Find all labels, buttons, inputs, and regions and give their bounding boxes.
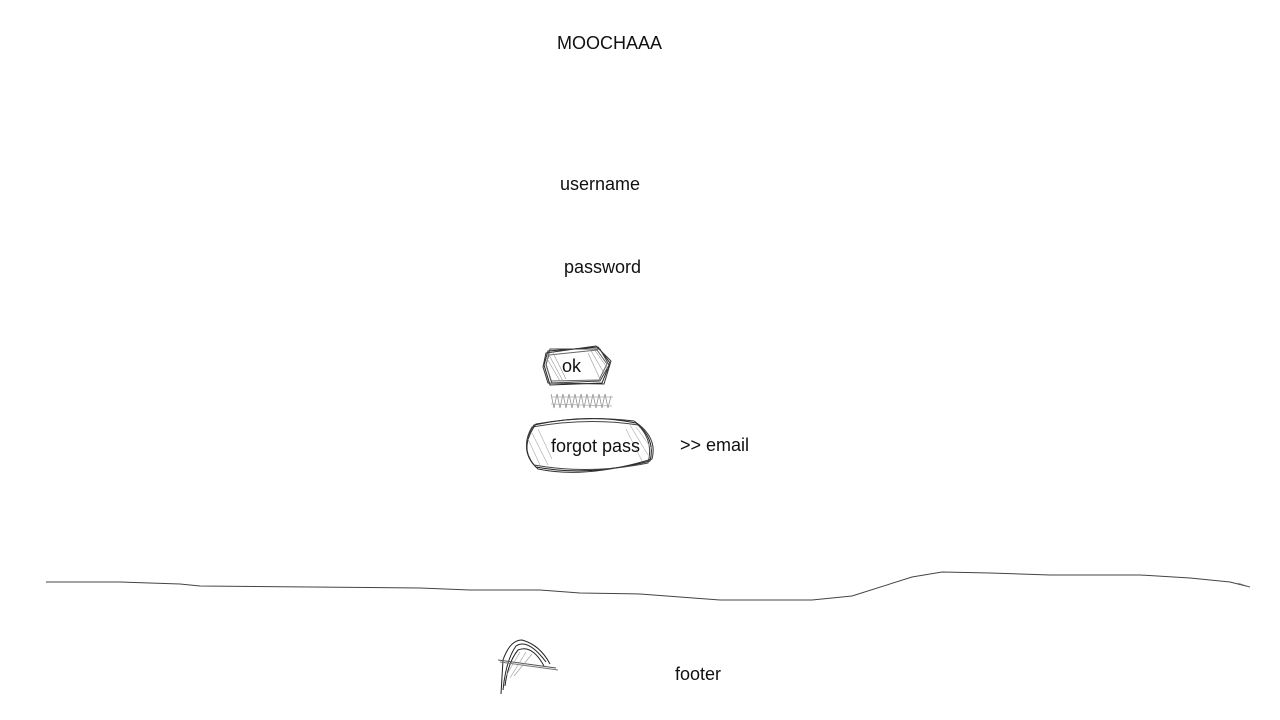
scribble-mark bbox=[550, 393, 613, 409]
username-label[interactable]: username bbox=[560, 174, 641, 194]
sketch-mark-icon bbox=[497, 639, 559, 695]
forgot-pass-button-outline bbox=[526, 417, 654, 473]
password-label[interactable]: password bbox=[564, 257, 642, 277]
ok-button[interactable]: ok bbox=[540, 343, 616, 389]
footer-divider bbox=[46, 571, 1251, 601]
ok-button-label: ok bbox=[562, 356, 582, 376]
app-title: MOOCHAAA bbox=[557, 33, 663, 53]
footer-label: footer bbox=[675, 664, 722, 684]
forgot-pass-button[interactable]: forgot pass bbox=[518, 415, 660, 477]
forgot-pass-button-label: forgot pass bbox=[551, 436, 641, 456]
forgot-pass-email-hint: >> email bbox=[680, 435, 750, 455]
ok-button-outline bbox=[542, 345, 612, 386]
